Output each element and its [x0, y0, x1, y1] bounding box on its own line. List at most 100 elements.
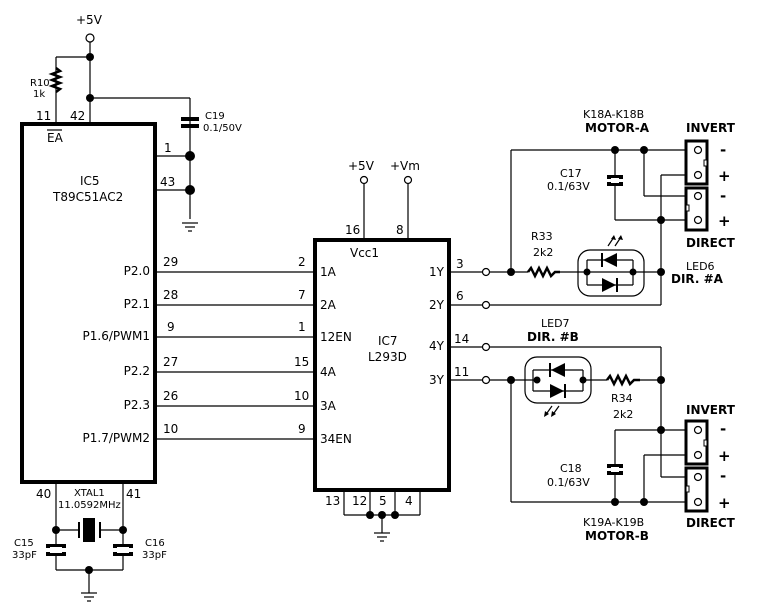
led6-icon — [577, 235, 645, 297]
port-pin: 9 — [167, 320, 175, 334]
driver-output-pin: 3 — [456, 257, 464, 271]
vm-terminal — [403, 175, 413, 185]
driver-input-pin: 9 — [298, 422, 306, 436]
driver-output-pin: 6 — [456, 289, 464, 303]
motor-a-invert-label: INVERT — [686, 121, 736, 135]
mcu-ic5: EA IC5 T89C51AC2 P2.0 29 P2.1 28 P1.6/PW… — [20, 122, 315, 484]
ground-icon — [182, 222, 198, 232]
port-pin: 10 — [163, 422, 178, 436]
mcu-port-row: P2.3 26 — [124, 389, 315, 412]
driver-input: 4A — [320, 365, 337, 379]
vcc2-terminal — [359, 175, 369, 185]
driver-input-pin: 1 — [298, 320, 306, 334]
motor-a-invert-connector — [684, 139, 709, 186]
driver-ic7: +5V +Vm 16 8 Vcc1 IC7 L293D 1A 2 2A 7 12… — [294, 159, 491, 542]
mcu-port-row: P2.1 28 — [124, 288, 315, 311]
motor-a-sign: - — [720, 187, 726, 205]
port-name: P1.7/PWM2 — [83, 431, 150, 445]
motor-b-direct-label: DIRECT — [686, 516, 736, 530]
motor-b-direct-connector — [684, 466, 709, 513]
mcu-port-row: P1.6/PWM1 9 — [83, 320, 315, 343]
driver-gnd-pin: 13 — [325, 494, 340, 508]
driver-input: 1A — [320, 265, 337, 279]
led6-label: DIR. #A — [671, 272, 724, 286]
driver-output-pin: 14 — [454, 332, 469, 346]
r10-resistor — [48, 67, 64, 93]
led7-label: DIR. #B — [527, 330, 579, 344]
r34-resistor — [606, 373, 640, 387]
driver-output: 1Y — [429, 265, 445, 279]
driver-pin-8: 8 — [396, 223, 404, 237]
c19-ref: C19 — [205, 111, 225, 122]
driver-input: 12EN — [320, 330, 352, 344]
port-name: P2.0 — [124, 264, 150, 278]
motor-a-connector: K18A-K18B — [583, 108, 644, 121]
port-pin: 29 — [163, 255, 178, 269]
vcc2-label: +5V — [348, 159, 375, 173]
r33-resistor — [527, 265, 560, 279]
c16-value: 33pF — [142, 550, 167, 561]
output-terminal — [481, 342, 491, 352]
ground-icon — [81, 592, 97, 602]
driver-output: 4Y — [429, 339, 445, 353]
motor-a-name: MOTOR-A — [585, 121, 650, 135]
mcu-pin-42: 42 — [70, 109, 85, 123]
motor-b-section: LED7 DIR. #B R34 2k2 — [490, 317, 736, 543]
motor-b-connector: K19A-K19B — [583, 516, 644, 529]
driver-gnd-pin: 12 — [352, 494, 367, 508]
c17-ref: C17 — [560, 167, 582, 180]
mcu-port-row: P1.7/PWM2 10 — [83, 422, 315, 445]
motor-a-sign: + — [718, 167, 731, 185]
driver-output: 3Y — [429, 373, 445, 387]
driver-gnd-pin: 4 — [405, 494, 413, 508]
c15-value: 33pF — [12, 550, 37, 561]
mcu-pin-40: 40 — [36, 487, 51, 501]
port-name: P2.1 — [124, 297, 150, 311]
motor-b-invert-label: INVERT — [686, 403, 736, 417]
driver-ref: IC7 — [378, 334, 398, 348]
vm-label: +Vm — [390, 159, 420, 173]
motor-b-invert-connector — [684, 419, 709, 466]
driver-input: 2A — [320, 298, 337, 312]
driver-input-pin: 15 — [294, 355, 309, 369]
driver-input-pin: 7 — [298, 288, 306, 302]
r10-ref: R10 — [30, 78, 50, 89]
driver-input-pin: 2 — [298, 255, 306, 269]
driver-output: 2Y — [429, 298, 445, 312]
xtal-ref: XTAL1 — [74, 488, 105, 499]
port-pin: 26 — [163, 389, 178, 403]
r34-ref: R34 — [611, 392, 633, 405]
ea-label: EA — [47, 131, 64, 145]
vcc-terminal — [85, 33, 95, 43]
motor-b-sign: + — [718, 447, 731, 465]
motor-b-name: MOTOR-B — [585, 529, 649, 543]
driver-output-pin: 11 — [454, 365, 469, 379]
motor-b-sign: - — [720, 467, 726, 485]
r33-value: 2k2 — [533, 246, 553, 259]
mcu-pin-41: 41 — [126, 487, 141, 501]
mcu-part: T89C51AC2 — [52, 190, 123, 204]
mcu-pin-1: 1 — [164, 141, 172, 155]
motor-b-sign: - — [720, 420, 726, 438]
driver-input: 34EN — [320, 432, 352, 446]
vcc-label: +5V — [76, 13, 103, 27]
motor-b-sign: + — [718, 494, 731, 512]
driver-gnd-pin: 5 — [379, 494, 387, 508]
c19-value: 0.1/50V — [203, 123, 242, 134]
driver-vcc-label: Vcc1 — [350, 246, 379, 260]
motor-a-section: K18A-K18B MOTOR-A INVERT DIRECT C17 0.1/… — [490, 108, 736, 306]
motor-a-sign: - — [720, 141, 726, 159]
c18-ref: C18 — [560, 462, 582, 475]
crystal-icon — [78, 518, 101, 542]
c16-ref: C16 — [145, 538, 165, 549]
motor-a-sign: + — [718, 212, 731, 230]
c18-value: 0.1/63V — [547, 476, 590, 489]
mcu-port-row: P2.0 29 — [124, 255, 315, 278]
r34-value: 2k2 — [613, 408, 633, 421]
port-name: P2.2 — [124, 364, 150, 378]
output-terminal — [481, 300, 491, 310]
xtal-value: 11.0592MHz — [58, 500, 121, 511]
motor-a-direct-connector — [684, 186, 709, 232]
mcu-pin-11: 11 — [36, 109, 51, 123]
